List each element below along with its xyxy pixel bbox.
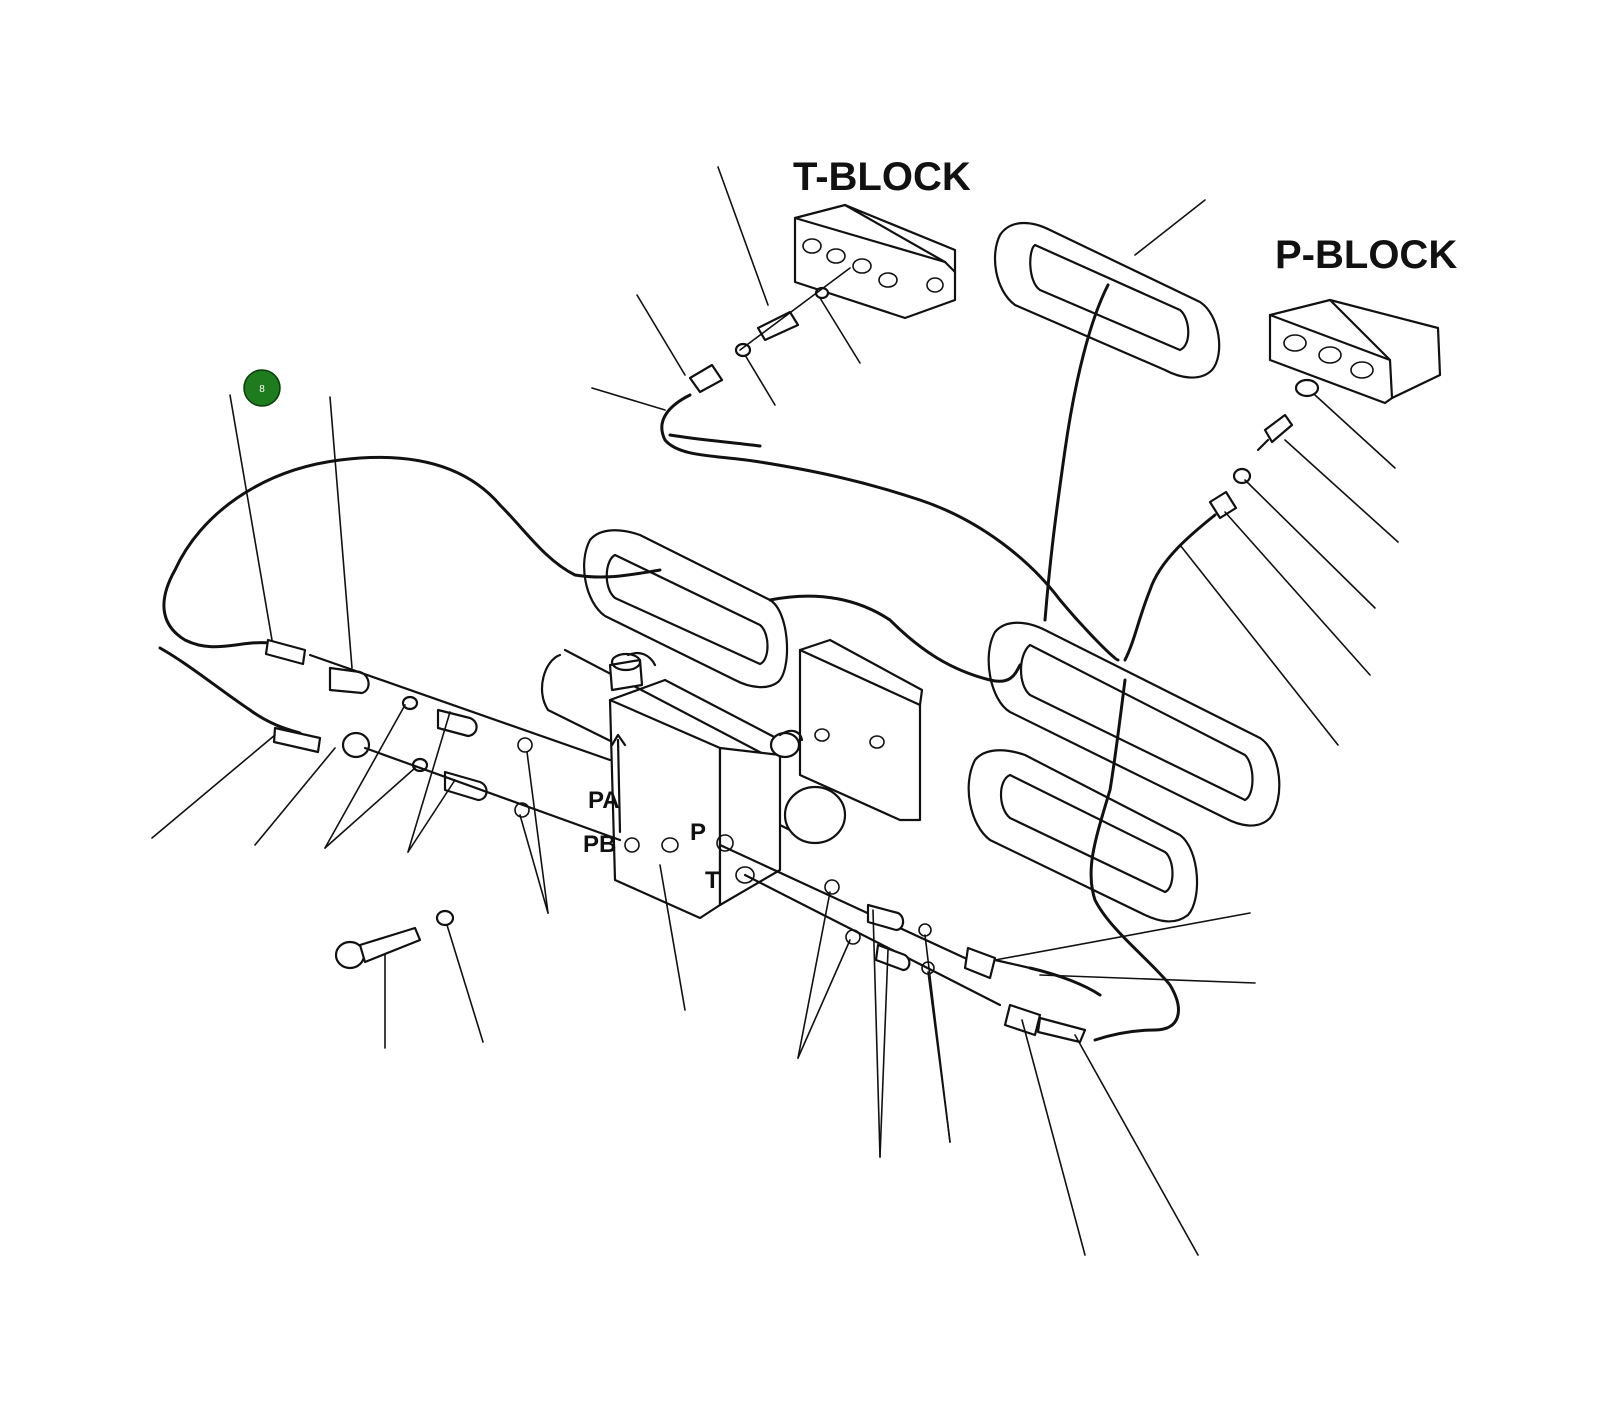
t-block	[793, 203, 957, 320]
callout-badge-circle[interactable]	[243, 369, 281, 407]
right-bottom-fittings	[718, 843, 1102, 1044]
p-block-label: P-BLOCK	[1275, 233, 1457, 277]
port-pa-label: PA	[588, 787, 620, 814]
port-t-label: T	[705, 867, 720, 894]
oval-frame-center	[583, 529, 789, 689]
oval-frames-right	[967, 222, 1281, 923]
callout-badge[interactable]: 8	[243, 369, 281, 407]
t-block-fittings	[688, 267, 851, 394]
p-block-fittings	[1123, 378, 1320, 662]
p-block	[1268, 298, 1442, 405]
left-fittings	[264, 638, 622, 842]
hose-lines	[158, 283, 1180, 1042]
t-block-label: T-BLOCK	[793, 155, 971, 199]
control-valve	[540, 638, 924, 920]
port-pb-label: PB	[583, 831, 616, 858]
port-p-label: P	[690, 819, 706, 846]
leader-lines	[151, 166, 1399, 1256]
bolt-washer	[334, 909, 455, 970]
callout-badge-number: 8	[259, 384, 265, 395]
